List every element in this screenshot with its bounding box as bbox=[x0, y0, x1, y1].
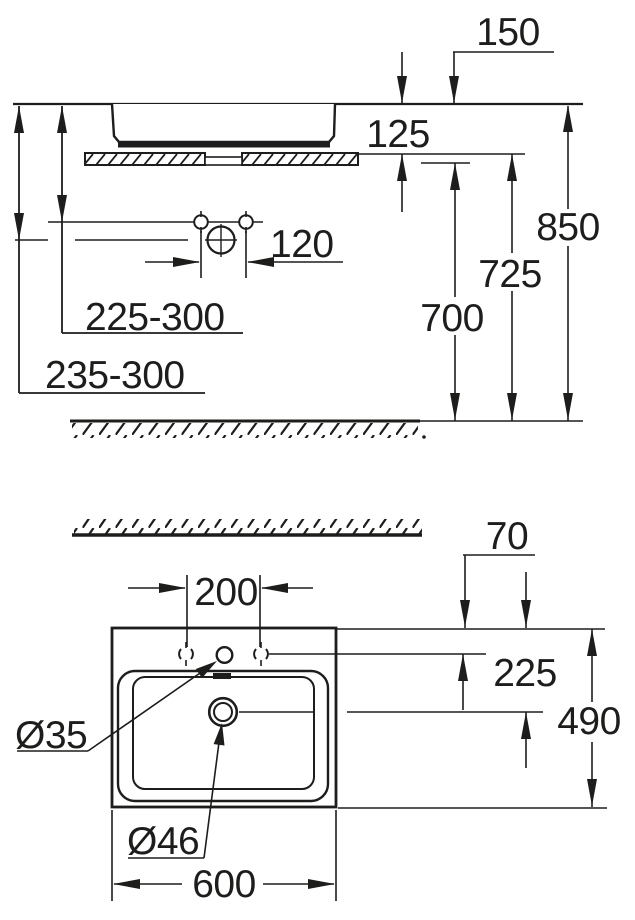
knockout-hole-right-icon bbox=[253, 648, 257, 660]
overflow-slot bbox=[213, 673, 231, 679]
dim-rear-to-tap-holes: 70 bbox=[458, 515, 535, 710]
dim-label-225: 225 bbox=[493, 652, 557, 695]
supply-hole-left-icon bbox=[193, 214, 209, 230]
supply-connections bbox=[15, 211, 263, 257]
supply-hole-right-icon bbox=[238, 214, 254, 230]
dim-label-dia35: Ø35 bbox=[15, 714, 87, 757]
tap-holes bbox=[178, 642, 269, 666]
mounting-plate bbox=[84, 152, 525, 166]
tap-hole-center-icon bbox=[215, 646, 234, 665]
label-drain-diameter: Ø46 bbox=[127, 723, 225, 863]
dim-label-200: 200 bbox=[194, 571, 258, 614]
dim-rim-above-counter: 125 bbox=[366, 52, 430, 212]
floor-line bbox=[70, 419, 583, 439]
knockout-hole-left-icon bbox=[178, 648, 182, 660]
dim-label-125: 125 bbox=[366, 113, 430, 156]
dim-label-225-300: 225-300 bbox=[85, 296, 225, 339]
dim-label-235-300: 235-300 bbox=[45, 354, 185, 397]
dim-supply-height-range: 225-300 bbox=[57, 106, 243, 339]
dim-side-hole-spacing: 200 bbox=[128, 571, 313, 647]
dim-rim-height: 850 bbox=[536, 105, 600, 421]
wall-line bbox=[72, 519, 422, 537]
dim-label-725: 725 bbox=[478, 253, 542, 296]
bowl-outer-edge bbox=[116, 669, 330, 803]
drain-opening bbox=[207, 696, 239, 728]
dim-label-dia46: Ø46 bbox=[127, 820, 199, 863]
dim-label-120: 120 bbox=[270, 223, 334, 266]
plan-view: 70 200 225 490 bbox=[15, 515, 621, 906]
dim-underside-height: 700 bbox=[420, 163, 484, 421]
dim-label-150: 150 bbox=[476, 11, 540, 54]
dim-basin-depth: 490 bbox=[557, 629, 621, 807]
dim-label-700: 700 bbox=[420, 297, 484, 340]
dim-rim-above-underside: 150 bbox=[449, 11, 554, 104]
front-elevation-view: 235-300 225-300 120 125 bbox=[13, 11, 600, 439]
dim-label-600: 600 bbox=[192, 863, 256, 906]
dim-basin-width: 600 bbox=[111, 810, 337, 906]
label-tap-hole-diameter: Ø35 bbox=[15, 661, 217, 757]
dim-drain-height-range: 235-300 bbox=[14, 106, 205, 397]
dim-label-490: 490 bbox=[557, 700, 621, 743]
dim-counter-top-height: 725 bbox=[478, 154, 542, 421]
dim-label-850: 850 bbox=[536, 206, 600, 249]
dim-rear-to-drain: 225 bbox=[493, 572, 557, 768]
dim-supply-spacing: 120 bbox=[145, 223, 343, 278]
dim-label-70: 70 bbox=[486, 515, 528, 558]
basin-side-silhouette bbox=[110, 103, 337, 148]
